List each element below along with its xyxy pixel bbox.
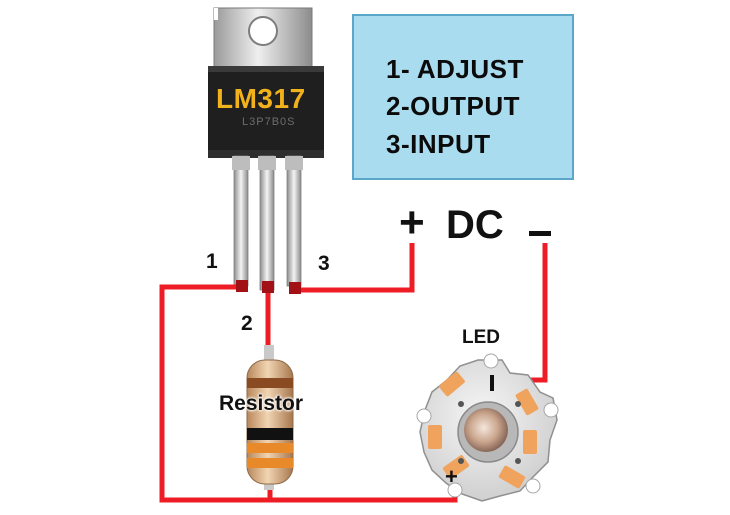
pin2-label: 2 <box>241 312 253 335</box>
pin2-solder-joint <box>262 281 274 293</box>
pin3-label: 3 <box>318 252 330 275</box>
led-minus-marker <box>490 375 494 391</box>
resistor <box>246 345 294 490</box>
tab-notch-left <box>214 8 218 20</box>
pinout-line-adjust: 1- ADJUST <box>386 54 524 84</box>
pin3-solder-joint <box>289 282 301 294</box>
led-lens <box>464 408 508 452</box>
resistor-band-1 <box>247 378 293 388</box>
wire-adjust-loop <box>159 284 458 503</box>
led-pad <box>439 371 465 397</box>
dc-minus-dash <box>529 231 551 236</box>
pin1-label: 1 <box>206 250 218 273</box>
pin1-solder-joint <box>236 280 248 292</box>
resistor-band-3 <box>247 443 293 453</box>
mounting-hole <box>248 16 278 46</box>
led-pad <box>498 465 526 489</box>
resistor-band-2 <box>247 428 293 440</box>
wire-dc-minus-to-led <box>503 243 548 383</box>
pinout-line-output: 2-OUTPUT <box>386 91 520 121</box>
led-star <box>416 353 559 502</box>
lm317-regulator <box>208 7 324 291</box>
pinout-line-input: 3-INPUT <box>386 129 491 159</box>
dc-label: DC <box>446 203 504 247</box>
led-label: LED <box>462 327 500 348</box>
pinout-box: 1- ADJUST 2-OUTPUT 3-INPUT <box>352 14 574 180</box>
led-pad <box>515 388 539 416</box>
resistor-band-4 <box>247 458 293 468</box>
regulator-code: L3P7B0S <box>242 116 296 128</box>
regulator-name: LM317 <box>216 83 306 114</box>
pin1-leg <box>233 155 249 287</box>
led-plus-label: + <box>445 464 458 489</box>
dc-minus-label: – <box>553 208 554 209</box>
resistor-label: Resistor <box>219 392 304 415</box>
led-pad <box>523 430 537 454</box>
led-pad <box>428 425 442 449</box>
pin2-leg <box>259 155 275 291</box>
wire-input-to-dc-plus <box>294 243 415 293</box>
dc-plus-label: + <box>399 198 425 247</box>
regulator-body <box>208 66 324 158</box>
pin3-leg <box>286 155 302 287</box>
